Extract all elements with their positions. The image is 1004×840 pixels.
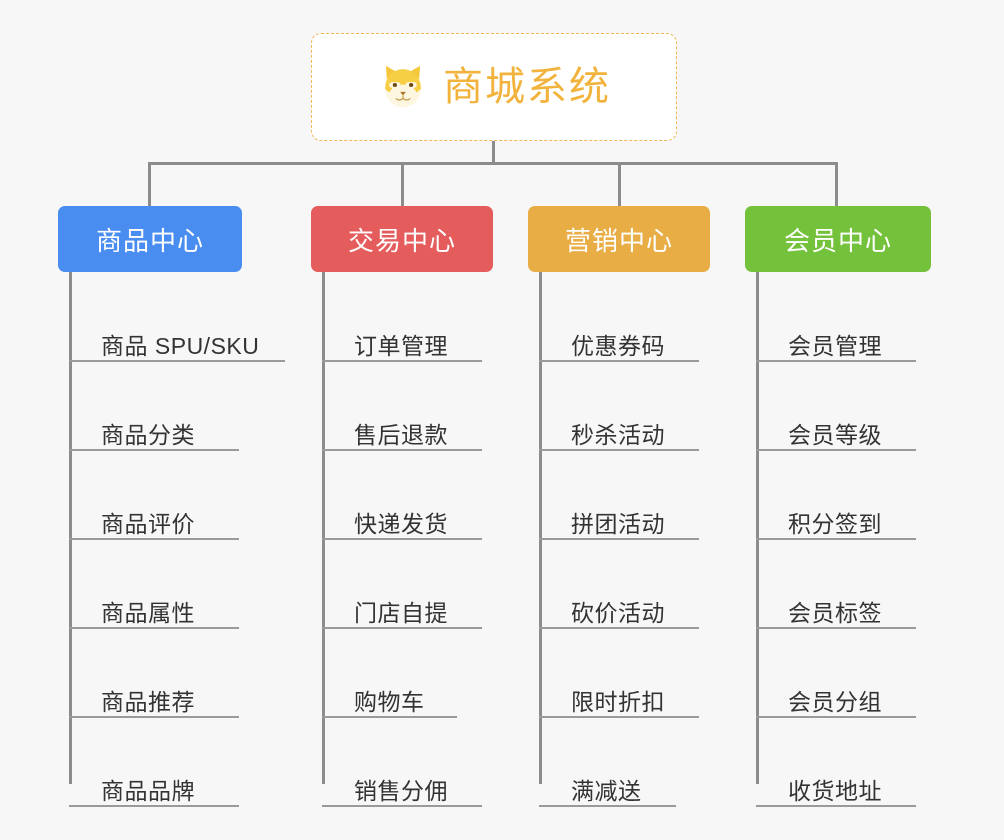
leaf-node-label: 购物车 (354, 688, 425, 715)
category-header-label: 会员中心 (783, 225, 892, 256)
leaf-node-label: 商品 SPU/SKU (101, 332, 260, 359)
connector-drop-2 (401, 162, 404, 208)
connector-drop-1 (148, 162, 151, 208)
category-header-label: 营销中心 (564, 225, 673, 256)
leaf-node-label: 会员标签 (788, 599, 882, 626)
leaf-node-label: 拼团活动 (571, 510, 665, 537)
leaf-node-label: 商品评价 (101, 510, 195, 537)
leaf-node-label: 售后退款 (354, 421, 448, 448)
leaf-node-label: 销售分佣 (354, 777, 448, 804)
leaf-node-label: 会员分组 (788, 688, 882, 715)
leaf-node[interactable]: 拼团活动 (539, 494, 699, 540)
leaf-node-label: 商品属性 (101, 599, 195, 626)
leaf-node-label: 商品推荐 (101, 688, 195, 715)
leaf-node[interactable]: 商品评价 (69, 494, 239, 540)
leaf-node[interactable]: 优惠券码 (539, 316, 699, 362)
root-node-shop-system[interactable]: 商城系统 (311, 33, 677, 141)
category-header-trade[interactable]: 交易中心 (311, 206, 493, 272)
leaf-node-label: 砍价活动 (571, 599, 665, 626)
leaf-node-label: 限时折扣 (571, 688, 665, 715)
leaf-node[interactable]: 会员管理 (756, 316, 916, 362)
leaf-node[interactable]: 快递发货 (322, 494, 482, 540)
leaf-node[interactable]: 购物车 (322, 672, 457, 718)
column-trunk-line (69, 272, 72, 784)
category-header-product[interactable]: 商品中心 (58, 206, 242, 272)
leaf-node-label: 商品品牌 (101, 777, 195, 804)
leaf-node[interactable]: 会员分组 (756, 672, 916, 718)
leaf-node-label: 快递发货 (354, 510, 448, 537)
leaf-node[interactable]: 订单管理 (322, 316, 482, 362)
leaf-node[interactable]: 门店自提 (322, 583, 482, 629)
leaf-node-label: 订单管理 (354, 332, 448, 359)
leaf-node[interactable]: 会员标签 (756, 583, 916, 629)
leaf-node[interactable]: 砍价活动 (539, 583, 699, 629)
leaf-node[interactable]: 商品分类 (69, 405, 239, 451)
connector-root-stem (492, 141, 495, 165)
column-trunk-line (756, 272, 759, 784)
connector-drop-3 (618, 162, 621, 208)
leaf-node-label: 收货地址 (788, 777, 882, 804)
leaf-node[interactable]: 商品推荐 (69, 672, 239, 718)
leaf-node-label: 积分签到 (788, 510, 882, 537)
leaf-node[interactable]: 销售分佣 (322, 761, 482, 807)
leaf-node[interactable]: 秒杀活动 (539, 405, 699, 451)
leaf-node-label: 满减送 (571, 777, 642, 804)
leaf-node[interactable]: 满减送 (539, 761, 676, 807)
leaf-node[interactable]: 收货地址 (756, 761, 916, 807)
leaf-node-label: 会员管理 (788, 332, 882, 359)
leaf-node[interactable]: 会员等级 (756, 405, 916, 451)
leaf-node-label: 会员等级 (788, 421, 882, 448)
leaf-node-label: 门店自提 (354, 599, 448, 626)
connector-horizontal-bus (148, 162, 838, 165)
column-trunk-line (322, 272, 325, 784)
connector-drop-4 (835, 162, 838, 208)
leaf-node[interactable]: 限时折扣 (539, 672, 699, 718)
leaf-node[interactable]: 积分签到 (756, 494, 916, 540)
leaf-node-label: 优惠券码 (571, 332, 665, 359)
root-node-title: 商城系统 (443, 65, 611, 109)
leaf-node[interactable]: 售后退款 (322, 405, 482, 451)
leaf-node[interactable]: 商品品牌 (69, 761, 239, 807)
leaf-node[interactable]: 商品属性 (69, 583, 239, 629)
leaf-node-label: 秒杀活动 (571, 421, 665, 448)
category-header-label: 交易中心 (347, 225, 456, 256)
column-trunk-line (539, 272, 542, 784)
category-header-label: 商品中心 (95, 225, 204, 256)
category-header-member[interactable]: 会员中心 (745, 206, 931, 272)
category-header-marketing[interactable]: 营销中心 (528, 206, 710, 272)
leaf-node[interactable]: 商品 SPU/SKU (69, 316, 285, 362)
leaf-node-label: 商品分类 (101, 421, 195, 448)
shiba-dog-face-icon (385, 65, 421, 108)
